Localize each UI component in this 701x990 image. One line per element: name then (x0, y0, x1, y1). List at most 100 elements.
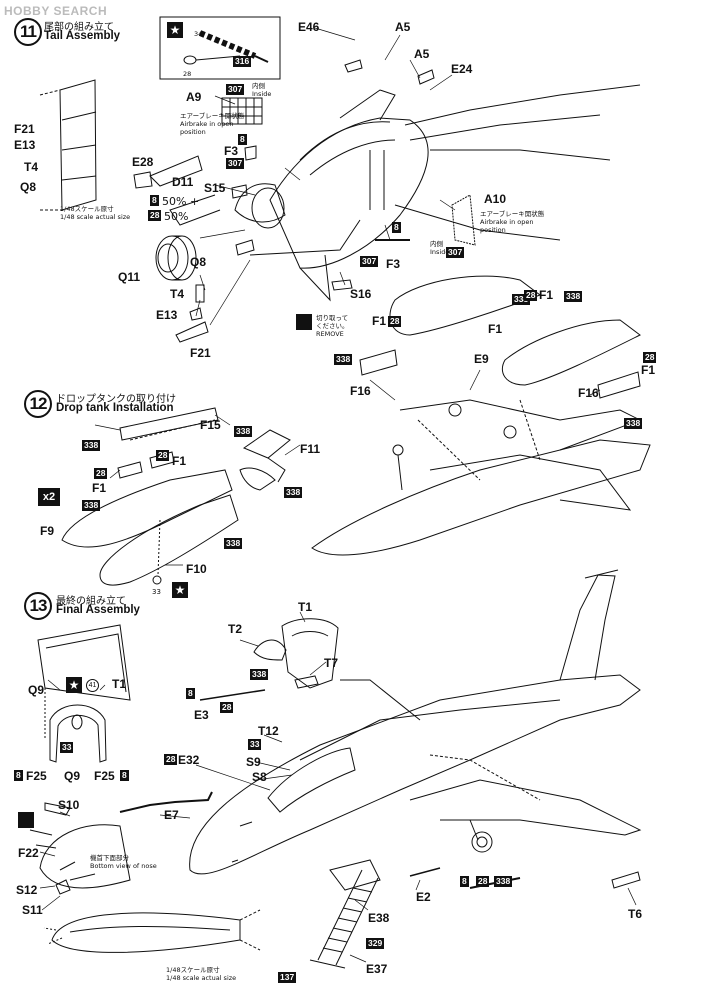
e3-rod (199, 689, 266, 701)
q8-block (235, 239, 255, 256)
part-label: E9 (474, 352, 489, 366)
paint-code: 28 (643, 352, 657, 363)
part-label: T4 (24, 160, 39, 174)
knife-icon (18, 812, 34, 828)
part-number: 28 (183, 70, 192, 78)
paint-code: 338 (250, 669, 269, 680)
part-label: S9 (246, 755, 261, 769)
paint-code: 28 (148, 210, 162, 221)
gunsight-frame (49, 704, 107, 763)
step-13-title: Final Assembly (56, 604, 140, 616)
paint-code: 8 (392, 222, 401, 233)
s16-part (331, 279, 353, 291)
part-label: E7 (164, 808, 179, 822)
part-label: F1 (92, 481, 107, 495)
part-label: T6 (628, 907, 643, 921)
paint-code: 33 (248, 739, 262, 750)
paint-code: 28 (156, 450, 170, 461)
step-11-title: Tail Assembly (44, 30, 121, 42)
a5-part-2 (417, 69, 435, 85)
part-label: E46 (298, 20, 320, 34)
paint-code: 8 (14, 770, 23, 781)
step-12-title-jp: ドロップタンクの取り付け (56, 394, 176, 405)
part-label: T1 (112, 677, 127, 691)
paint-code: 8 (238, 134, 247, 145)
paint-code: 8 (150, 195, 159, 206)
part-label: E32 (178, 753, 200, 767)
a5-part (344, 59, 363, 73)
star-decal-icon: ★ (167, 22, 183, 38)
paint-code: 338 (494, 876, 513, 887)
probe-e7 (119, 791, 213, 813)
watermark: HOBBY SEARCH (4, 4, 108, 18)
f11-tail-cone (239, 429, 291, 491)
part-label: F3 (224, 144, 239, 158)
step-12-title: Drop tank Installation (56, 402, 174, 414)
quantity-badge: x2 (38, 488, 60, 506)
star-decal-icon: ★ (172, 582, 188, 598)
part-number: 41 (86, 679, 99, 692)
leader-lines-12 (94, 369, 601, 566)
paint-code: 28 (476, 876, 490, 887)
part-label: F21 (14, 122, 35, 136)
part-label: S16 (350, 287, 372, 301)
part-label: F1 (539, 288, 554, 302)
paint-code: 307 (226, 84, 245, 95)
paint-code: 338 (224, 538, 243, 549)
part-label: F1 (372, 314, 387, 328)
part-label: S10 (58, 798, 80, 812)
a9-panel (221, 97, 263, 125)
part-label: S15 (204, 181, 226, 195)
tail-fuselage (169, 84, 641, 302)
part-label: F1 (641, 363, 656, 377)
part-label: F11 (300, 442, 321, 456)
paint-code: 338 (82, 440, 101, 451)
part-label: S8 (252, 770, 267, 784)
mix-ratio: 50% (164, 210, 189, 223)
step-13-title-jp: 最終の組み立て (56, 596, 126, 607)
part-label: F10 (186, 562, 207, 576)
part-label: F22 (18, 846, 39, 860)
paint-code: 338 (512, 294, 531, 305)
tank-e9 (389, 275, 542, 336)
remove-note: 切り取ってください。REMOVE (316, 314, 349, 338)
paint-code: 28 (220, 702, 234, 713)
paint-code: 338 (234, 426, 253, 437)
t4-strip (195, 284, 205, 303)
paint-code: 8 (120, 770, 129, 781)
step-12-number: 12 (24, 390, 52, 418)
ladder-e38 (309, 859, 381, 969)
paint-code: 338 (624, 418, 643, 429)
part-label: F16 (578, 386, 599, 400)
paint-code: 338 (284, 487, 303, 498)
paint-code: 307 (446, 247, 465, 258)
star-decal-icon: ★ (66, 677, 82, 693)
paint-code: 316 (233, 56, 252, 67)
step-11-number: 11 (14, 18, 42, 46)
paint-code: 28 (524, 290, 538, 301)
part-label: T2 (228, 622, 243, 636)
part-label: E38 (368, 911, 390, 925)
leader-lines-11 (195, 27, 456, 326)
aircraft-underside (311, 275, 651, 556)
part-label: F25 (94, 769, 115, 783)
paint-code: 28 (94, 468, 108, 479)
exhaust-ring (155, 235, 197, 281)
paint-code: 338 (564, 291, 583, 302)
f21-part (175, 321, 209, 343)
paint-code: 307 (360, 256, 379, 267)
part-label: D11 (172, 175, 194, 189)
part-label: F9 (40, 524, 55, 538)
part-label: Q9 (28, 683, 45, 697)
part-label: S12 (16, 883, 38, 897)
part-label: E13 (156, 308, 178, 322)
s15-part (231, 184, 248, 199)
part-label: A9 (186, 90, 202, 104)
paint-code: 137 (278, 972, 297, 983)
canopy-frame-t1 (37, 624, 131, 740)
decal-inset-box (159, 16, 281, 80)
e2-part (409, 867, 441, 877)
